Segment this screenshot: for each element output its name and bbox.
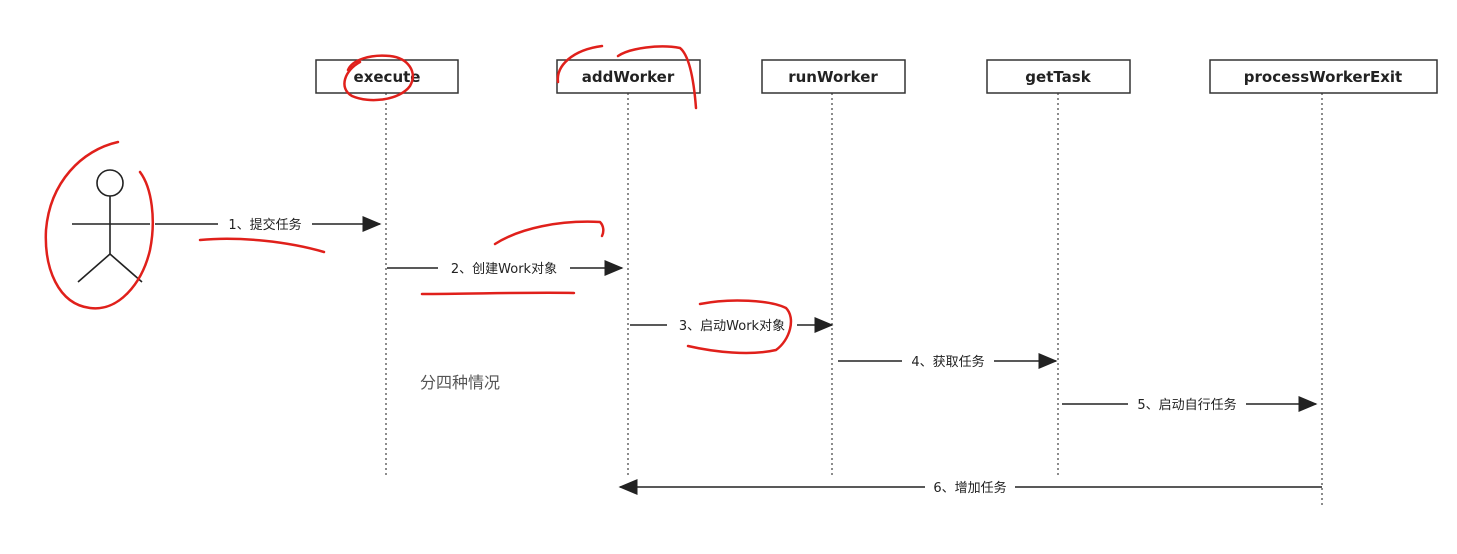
message-4: 4、获取任务 [838,353,1058,370]
red-annotations [44,44,793,355]
message-label: 3、启动Work对象 [679,319,785,334]
participant-label: getTask [1025,68,1091,86]
participant-label: addWorker [582,68,675,86]
participant-boxes: execute addWorker runWorker getTask proc… [315,59,1438,94]
message-label: 4、获取任务 [911,354,984,370]
messages: 1、提交任务 2、创建Work对象 3、启动Work对象 4、获取任务 5、启动… [155,216,1322,496]
participant-gettask: getTask [986,59,1131,94]
annotation-arc-addworker-2 [616,45,698,110]
participant-runworker: runWorker [761,59,906,94]
annotation-underline-1 [198,237,326,254]
message-label: 6、增加任务 [933,480,1006,496]
participant-label: processWorkerExit [1244,68,1402,86]
message-5: 5、启动自行任务 [1062,396,1318,413]
participant-label: execute [354,68,421,86]
annotation-stroke-2 [493,220,605,246]
actor-user-icon [72,169,150,283]
note-text: 分四种情况 [420,373,500,392]
participant-addworker: addWorker [556,59,701,94]
participant-processworkerexit: processWorkerExit [1209,59,1438,94]
annotation-arc-addworker [556,44,604,84]
message-3: 3、启动Work对象 [630,317,834,334]
annotation-circle-3 [686,299,793,355]
message-2: 2、创建Work对象 [387,260,624,277]
lifelines [385,93,1323,505]
annotation-circle-execute [343,54,415,102]
message-1: 1、提交任务 [155,216,382,233]
message-label: 1、提交任务 [228,217,301,233]
participant-label: runWorker [788,68,878,86]
participant-execute: execute [315,59,459,94]
annotation-underline-2 [420,291,576,296]
message-label: 5、启动自行任务 [1137,397,1236,413]
message-6: 6、增加任务 [618,479,1322,496]
annotation-circle-actor [44,140,155,310]
message-label: 2、创建Work对象 [451,262,557,277]
